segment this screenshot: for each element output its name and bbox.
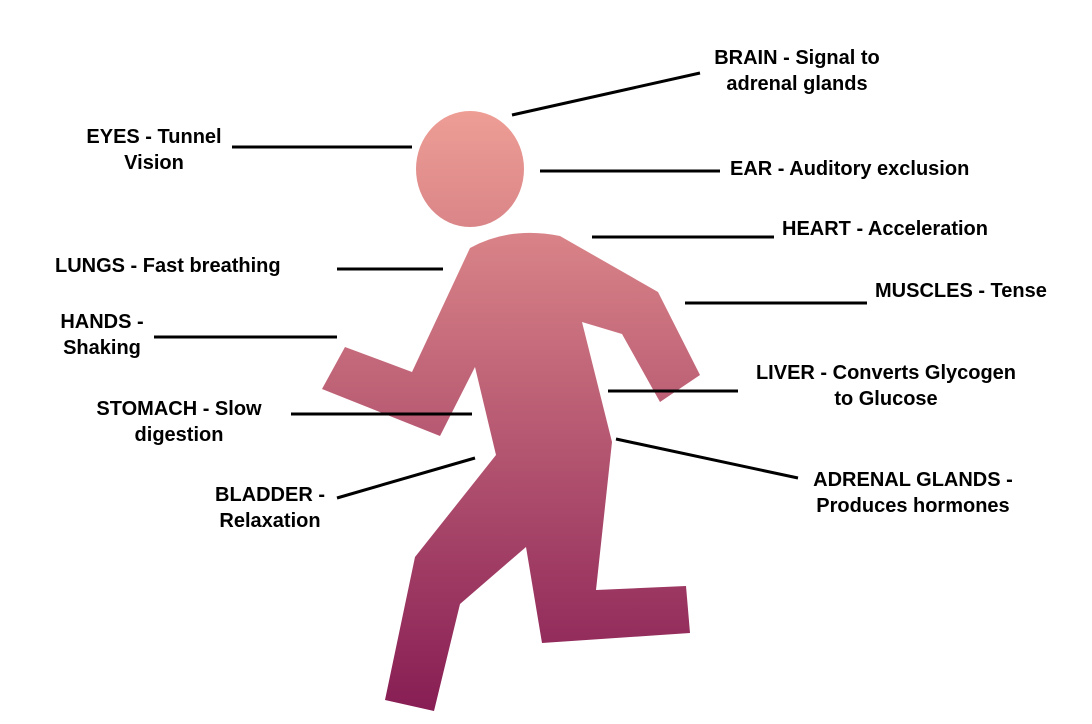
bladder-label: BLADDER - Relaxation	[200, 482, 340, 534]
lungs-label: LUNGS - Fast breathing	[55, 253, 281, 279]
heart-label: HEART - Acceleration	[782, 216, 988, 242]
eyes-label: EYES - Tunnel Vision	[76, 124, 232, 176]
brain-label-line1: BRAIN - Signal to	[714, 47, 880, 69]
ear-label-line1: EAR - Auditory exclusion	[730, 158, 970, 180]
liver-label-line2: to Glucose	[834, 388, 938, 410]
stomach-label-line1: STOMACH - Slow	[96, 398, 262, 420]
ear-label: EAR - Auditory exclusion	[730, 156, 969, 182]
hands-label-line1: HANDS -	[60, 311, 144, 333]
eyes-label-line2: Vision	[124, 152, 184, 174]
adrenal-label-line1: ADRENAL GLANDS -	[813, 469, 1013, 491]
lungs-label-line1: LUNGS - Fast breathing	[55, 255, 281, 277]
brain-label-line2: adrenal glands	[726, 73, 868, 95]
running-body-shape	[322, 232, 700, 711]
liver-label: LIVER - Converts Glycogen to Glucose	[738, 360, 1034, 412]
adrenal-label: ADRENAL GLANDS - Produces hormones	[796, 467, 1030, 519]
hands-label: HANDS - Shaking	[50, 309, 154, 361]
bladder-label-line1: BLADDER -	[215, 484, 325, 506]
adrenal-label-line2: Produces hormones	[816, 495, 1010, 517]
heart-label-line1: HEART - Acceleration	[782, 218, 988, 240]
brain-label: BRAIN - Signal to adrenal glands	[700, 45, 894, 97]
bladder-label-line2: Relaxation	[219, 510, 321, 532]
bladder-line	[336, 456, 476, 500]
hands-label-line2: Shaking	[63, 337, 141, 359]
head-shape	[416, 111, 524, 227]
stomach-label-line2: digestion	[134, 424, 224, 446]
liver-label-line1: LIVER - Converts Glycogen	[755, 362, 1017, 384]
brain-line	[511, 71, 701, 117]
eyes-label-line1: EYES - Tunnel	[86, 126, 222, 148]
muscles-label-line1: MUSCLES - Tense	[875, 280, 1047, 302]
muscles-label: MUSCLES - Tense	[875, 278, 1047, 304]
stomach-label: STOMACH - Slow digestion	[84, 396, 274, 448]
adrenal-line	[615, 437, 799, 480]
